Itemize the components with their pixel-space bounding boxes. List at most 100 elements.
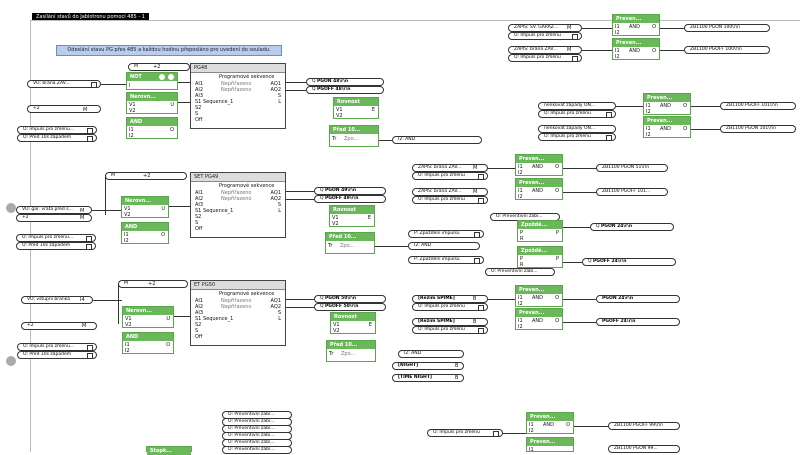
input-zapis-brana[interactable]: ZAPIS: brána ZAV... [412,188,488,196]
pin-e: E [368,322,372,328]
preven-block[interactable]: Preven... I1 AND O I2 [643,93,691,115]
timenight-input[interactable]: [TIME NIGHT] [392,374,464,382]
output-pgoff49[interactable]: Q PGOFF 49\r\n [314,195,386,203]
preven-block[interactable]: Preven... I1 AND O I2 [515,178,563,200]
m-plus2-bar[interactable]: M [128,63,190,71]
input-plus2[interactable]: +2 [16,214,92,222]
input-impuls[interactable]: O: Impuls pro změnu... [16,234,96,242]
output-pgon49[interactable]: Q PGON 49\r\n [314,187,386,195]
input-box [606,135,612,140]
wire [286,307,314,308]
nerov-block[interactable]: Nerovn... V1 V2 U [122,306,174,328]
input-zapis-brana[interactable]: ZAPIS: brána ZAV... [508,46,582,54]
pin-l: L [278,99,281,105]
input-impuls-pro[interactable]: O: Impuls pro změnu [538,133,616,141]
rovnost-block[interactable]: Rovnost V1 V2 E [330,312,376,334]
preven-block[interactable]: Preven... I1 AND O I2 [515,285,563,307]
input-preventivni[interactable]: O: Preventivní zabí... [485,268,555,276]
and-block[interactable]: AND I1 I2 O [126,117,178,139]
input-pred-zapadem[interactable]: O: Před 10s západem [17,351,97,359]
i2and-input[interactable]: I2: AND [398,350,464,358]
output-pgoff99[interactable]: ZB1100 PGOFF 99\r\n [608,422,680,430]
input-plus2[interactable]: +2 [27,105,101,113]
stop-block[interactable]: Stopk... [146,446,192,455]
program-block-pg49[interactable]: SET PG49 Programové sekvence AI1 Nepřiřa… [190,172,286,238]
input-rezim1[interactable]: [Režim SPÍMÉ] [412,295,488,303]
output-pgon24[interactable]: Q PGON 24\r\n [590,223,674,231]
wire [488,299,515,300]
output-pgoff101[interactable]: ZB1100 PGOFF 101\r\n [720,102,796,110]
output-pgon24b[interactable]: PGON 24\r\n [596,295,680,303]
rovnost-block[interactable]: Rovnost V1 V2 E [333,97,379,119]
output-label: ZB1100 PGOFF 100\r\n [690,47,742,52]
not-block[interactable]: NOT I [126,72,178,90]
input-zapis-garaz[interactable]: ZAPIS: SV. GARÁŽ... [508,24,582,32]
preven-block[interactable]: Preven... I1 AND O I2 [515,154,563,176]
pin-e: E [371,107,375,113]
input-rezim2[interactable]: [Režim SPÍMÉ] [412,318,488,326]
preven-block[interactable]: Preven... I1 AND O I2 [526,412,574,434]
output-pgoff51[interactable]: ZB1100 PGOFF 101... [596,188,668,196]
page-handle[interactable] [6,356,16,366]
page-handle[interactable] [6,203,16,213]
pred-block[interactable]: Před 10... Tr Zpo... [326,340,376,362]
preven-block[interactable]: Preven... I1 AND O I2 [612,38,660,60]
pin-v2: V2 [125,322,132,328]
output-pgoff48[interactable]: Q PGOFF 48\r\n [306,86,384,94]
input-label: +2 [22,215,29,220]
preven-block[interactable]: Preven... I1 AND O I2 [612,14,660,36]
zpozd-block[interactable]: Zpoždě... P P R [517,220,563,242]
input-impuls-pro[interactable]: O: Impuls pro změnu [508,54,582,62]
input-impuls-pro[interactable]: O: Impuls pro změnu [508,32,582,40]
pin-v1: V1 [336,107,343,113]
input-zapis-brana[interactable]: ZAPIS: brána ZAV... [412,164,488,172]
and-block[interactable]: AND I1 I2 O [122,332,174,354]
input-impuls[interactable]: O: Impuls pro změnu... [17,126,97,134]
nerov-block[interactable]: Nerovn... V1 V2 U [121,196,169,218]
zpozd-block[interactable]: Zpoždě... P P R [517,246,563,268]
input-nenoceni[interactable]: nenkovat západy ON... [538,102,616,110]
output-pgon48[interactable]: Q PGON 48\r\n [306,78,384,86]
input-impuls-pro[interactable]: O: Impuls pro změnu [412,172,488,180]
preven-block[interactable]: Preven... I1 AND O I2 [643,116,691,138]
output-pgon100[interactable]: ZB1100 PGON 100\r\n [684,24,770,32]
program-block-pg50[interactable]: ET PG50 Programové sekvence AI1 Nepřiřaz… [190,280,286,346]
input-vo-brana[interactable]: VO: brána ZAV... [27,80,101,88]
output-pgon51[interactable]: ZB1100 PGON 51\r\n [596,164,668,172]
output-pgoff24[interactable]: Q PGOFF 24\r\n [582,258,676,266]
output-pgoff24b[interactable]: PGOFF 24\r\n [596,318,680,326]
input-impuls-pro[interactable]: O: Impuls pro změnu [412,326,488,334]
input-pred-zapadem[interactable]: O: Před 10s západem [17,134,97,142]
pred-block[interactable]: Před 10... Tr Zpo... [325,232,375,254]
output-pgoff100[interactable]: ZB1100 PGOFF 100\r\n [684,46,770,54]
input-nenoceni[interactable]: nenkovat západy ON... [538,125,616,133]
input-impuls-pro[interactable]: O: Impuls pro změnu [538,110,616,118]
rovnost-block[interactable]: Rovnost V1 V2 E [329,205,375,227]
input-vo-gar[interactable]: VO: gar. vrata před s... [16,206,92,214]
preven-header: Preven... [516,179,562,187]
nerov-block[interactable]: Nerovn... V1 V2 U [126,92,178,114]
preven-block[interactable]: Preven... I1 [526,437,574,453]
night-input[interactable]: [NIGHT] [392,362,464,370]
and-block[interactable]: AND I1 I2 O [121,222,169,244]
input-vo-vstupni[interactable]: VO: vstupní branka [21,296,93,304]
input-impuls[interactable]: O: Impuls pro změnu... [17,343,97,351]
input-zpozdeni[interactable]: P: Zpoždění impulsu [408,230,484,238]
list-item[interactable]: O: Preventivní zabí... [222,446,292,454]
pin-i2: I2 [518,301,523,307]
input-zpozdeni[interactable]: P: Zpoždění impulsu [408,256,484,264]
input-impuls-pro[interactable]: O: Impuls pro změnu [412,303,488,311]
output-pgoff50[interactable]: Q PGOFF 50\r\n [314,303,386,311]
input-impuls-pro[interactable]: O: Impuls pro změnu [412,196,488,204]
preven-block[interactable]: Preven... I1 AND O I2 [515,308,563,330]
input-impuls-pro[interactable]: O: Impuls pro změnu [427,429,503,437]
output-pgon50[interactable]: Q PGON 50\r\n [314,295,386,303]
input-plus2[interactable]: +2 [21,322,97,330]
program-block-pg48[interactable]: PG48 Programové sekvence AI1 Nepřiřazeno… [190,63,286,129]
input-pred-zapadem[interactable]: O: Před 10s západem [16,242,96,250]
pred-block[interactable]: Před 10... Tr Zpo... [329,125,379,147]
input-label: I2: AND [414,243,432,248]
i2and-input[interactable]: I2: AND [408,242,480,250]
output-pgon101[interactable]: ZB1100 PGON 101\r\n [720,125,796,133]
i2and-input[interactable]: I2: AND [392,136,482,144]
